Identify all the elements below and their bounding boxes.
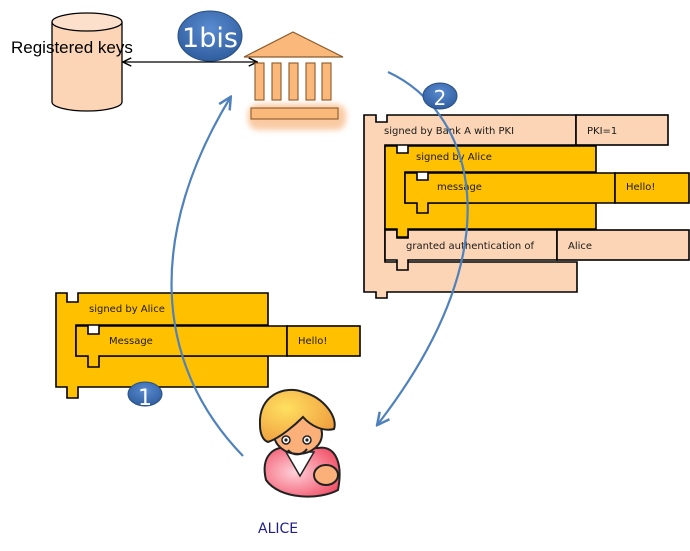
message-value-cell	[286, 325, 361, 357]
user-avatar-icon	[258, 388, 341, 498]
message-value-cell	[614, 172, 690, 204]
bank-building-icon	[243, 31, 346, 130]
actor-name: ALICE	[258, 521, 298, 537]
database-label: Registered keys	[11, 38, 133, 57]
badge-2-label: 2	[434, 86, 447, 110]
bank-to-alice-arrow	[378, 71, 469, 424]
alice-to-bank-arrow	[170, 98, 244, 457]
database-cylinder-icon	[51, 12, 123, 112]
message-value: Hello!	[298, 336, 327, 347]
pki-value: PKI=1	[587, 126, 617, 137]
granted-value: Alice	[568, 241, 592, 252]
message-label: Message	[109, 336, 153, 347]
alice-signed-message-block: signed by Alice Message Hello!	[55, 292, 361, 399]
step-badge-1bis: 1bis	[177, 10, 243, 62]
granted-value-cell	[556, 229, 690, 261]
granted-label: granted authentication of	[406, 241, 535, 252]
badge-1-label: 1	[138, 386, 152, 411]
alice-signature-label: signed by Alice	[89, 304, 165, 315]
step-badge-1: 1	[127, 381, 163, 411]
message-label: message	[437, 182, 482, 193]
bank-signed-message-block: signed by Bank A with PKI PKI=1 granted …	[363, 114, 690, 299]
alice-signature-label: signed by Alice	[416, 152, 492, 163]
badge-1bis-label: 1bis	[182, 23, 238, 54]
message-value: Hello!	[626, 182, 655, 193]
pki-value-cell	[575, 114, 669, 146]
step-badge-2: 2	[422, 82, 458, 110]
